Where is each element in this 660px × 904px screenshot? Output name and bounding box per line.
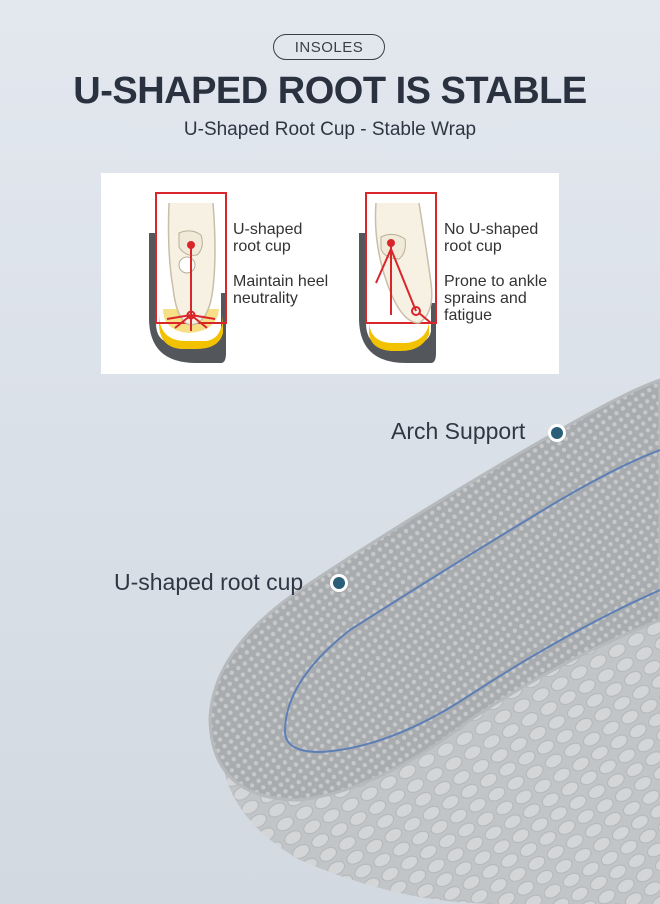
arch-support-label: Arch Support bbox=[391, 418, 526, 444]
arch-support-marker bbox=[551, 427, 563, 439]
comparison-illustration bbox=[149, 192, 437, 363]
without-cup-heading: No U-shaped root cup bbox=[444, 221, 539, 255]
foot-with-cup-illustration bbox=[149, 192, 227, 363]
foot-without-cup-illustration bbox=[359, 192, 437, 363]
root-cup-marker bbox=[333, 577, 345, 589]
without-cup-note: Prone to ankle sprains and fatigue bbox=[444, 273, 548, 324]
category-badge: INSOLES bbox=[273, 34, 385, 60]
page-subtitle: U-Shaped Root Cup - Stable Wrap bbox=[183, 119, 477, 140]
page-title: U-SHAPED ROOT IS STABLE bbox=[73, 70, 587, 112]
root-cup-label: U-shaped root cup bbox=[114, 569, 304, 595]
with-cup-heading: U-shaped root cup bbox=[233, 221, 303, 255]
with-cup-note: Maintain heel neutrality bbox=[233, 273, 329, 307]
comparison-panel: U-shaped root cup Maintain heel neutrali… bbox=[101, 173, 559, 374]
